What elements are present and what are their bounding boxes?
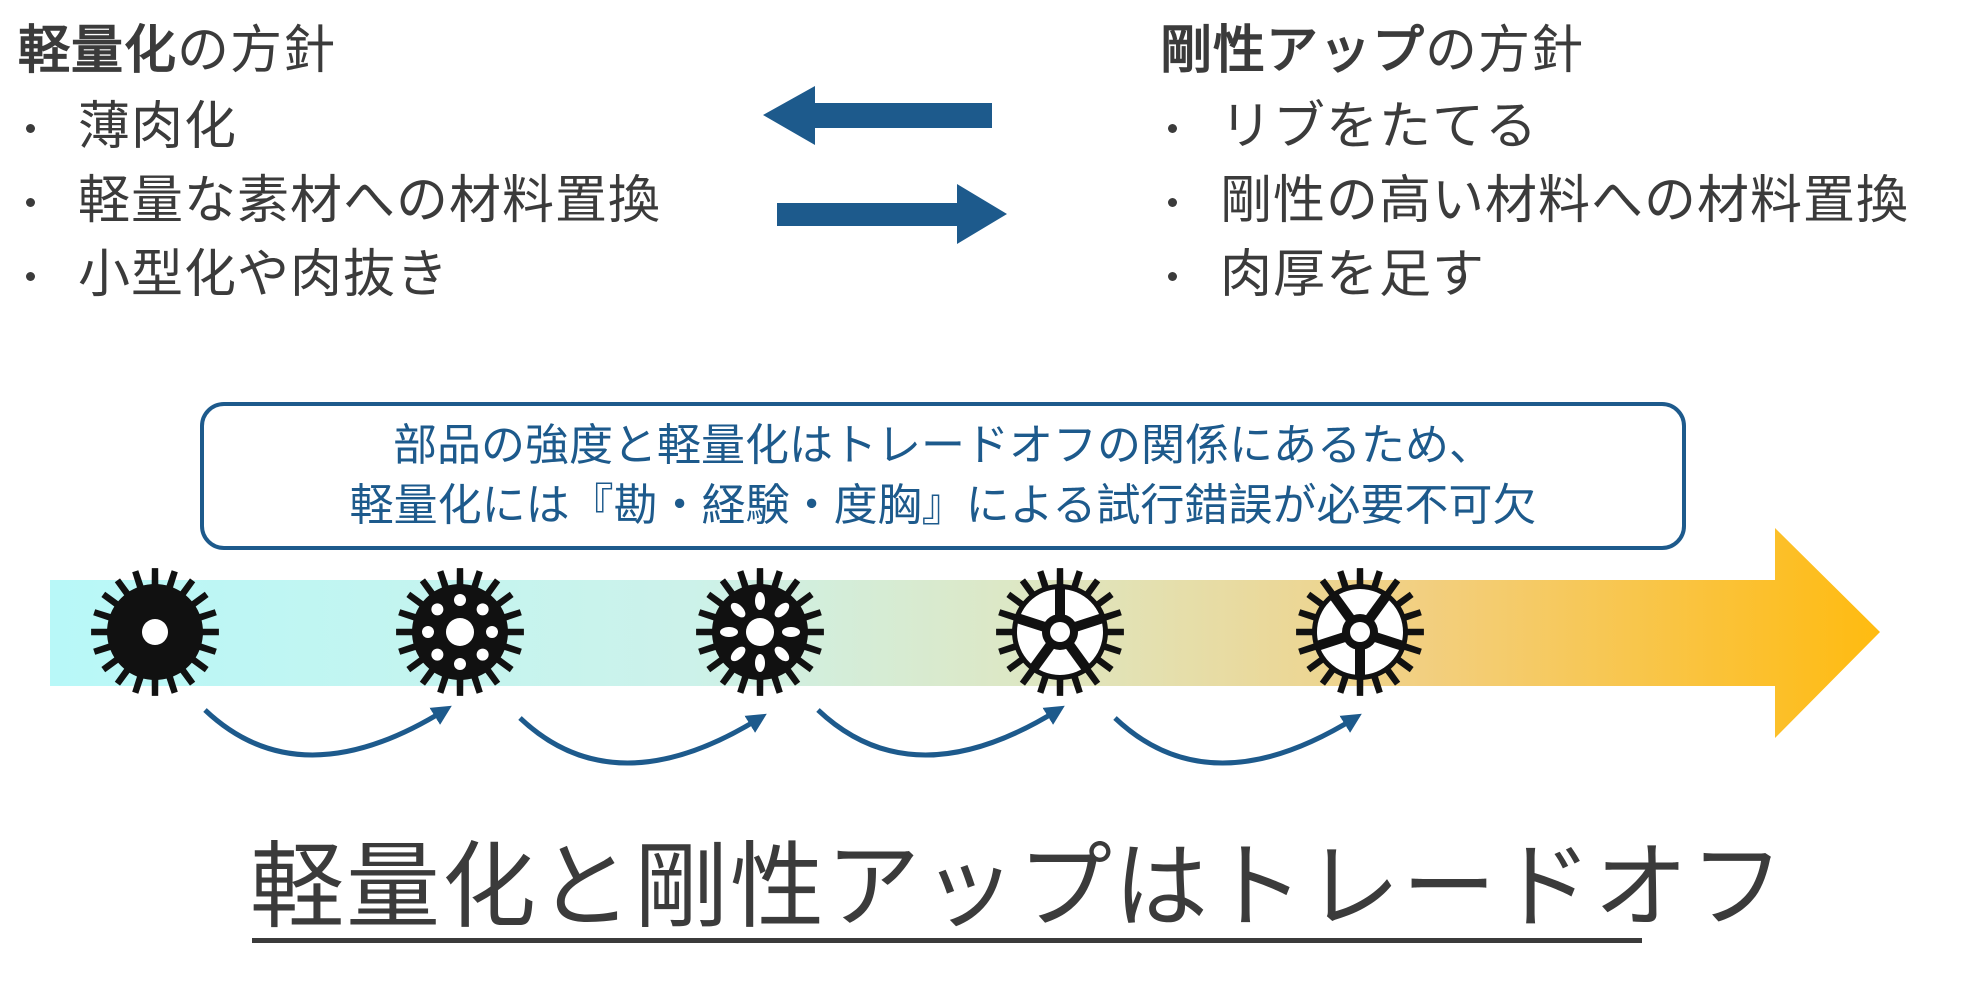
transition-arrow-1 xyxy=(203,705,452,758)
list-item: 軽量な素材への材料置換 xyxy=(18,164,661,238)
list-item: 薄肉化 xyxy=(18,90,661,164)
right-arrow-icon xyxy=(777,184,1007,244)
gear-ring-holes-icon xyxy=(396,568,524,696)
lightweight-policy-heading: 軽量化の方針 xyxy=(18,21,337,81)
rigidity-policy-heading: 剛性アップの方針 xyxy=(1160,21,1585,81)
callout-line-1: 部品の強度と軽量化はトレードオフの関係にあるため、 xyxy=(393,420,1493,471)
conclusion-underline xyxy=(252,938,1642,943)
gear-solid-icon xyxy=(91,568,219,696)
list-item: リブをたてる xyxy=(1160,90,1909,164)
gear-five-spoke-icon xyxy=(1296,568,1424,696)
rigidity-policy: 剛性アップの方針 リブをたてる 剛性の高い材料への材料置換 肉厚を足す xyxy=(1160,20,1909,312)
list-item: 剛性の高い材料への材料置換 xyxy=(1160,164,1909,238)
transition-arrow-3 xyxy=(816,705,1065,758)
rigidity-policy-list: リブをたてる 剛性の高い材料への材料置換 肉厚を足す xyxy=(1160,90,1909,312)
progress-band-arrow xyxy=(50,528,1880,738)
gear-five-spoke-icon xyxy=(996,568,1124,696)
tradeoff-callout: 部品の強度と軽量化はトレードオフの関係にあるため、 軽量化には『勘・経験・度胸』… xyxy=(200,402,1686,550)
lightweight-policy-list: 薄肉化 軽量な素材への材料置換 小型化や肉抜き xyxy=(18,90,661,312)
callout-line-2: 軽量化には『勘・経験・度胸』による試行錯誤が必要不可欠 xyxy=(349,480,1537,531)
transition-arrow-2 xyxy=(518,713,767,766)
lightweight-policy: 軽量化の方針 薄肉化 軽量な素材への材料置換 小型化や肉抜き xyxy=(18,20,661,312)
gear-oval-holes-icon xyxy=(696,568,824,696)
list-item: 肉厚を足す xyxy=(1160,238,1909,312)
left-arrow-icon xyxy=(763,86,992,145)
conclusion-title: 軽量化と剛性アップはトレードオフ xyxy=(250,833,1787,942)
list-item: 小型化や肉抜き xyxy=(18,238,661,312)
transition-arrow-4 xyxy=(1113,713,1362,766)
